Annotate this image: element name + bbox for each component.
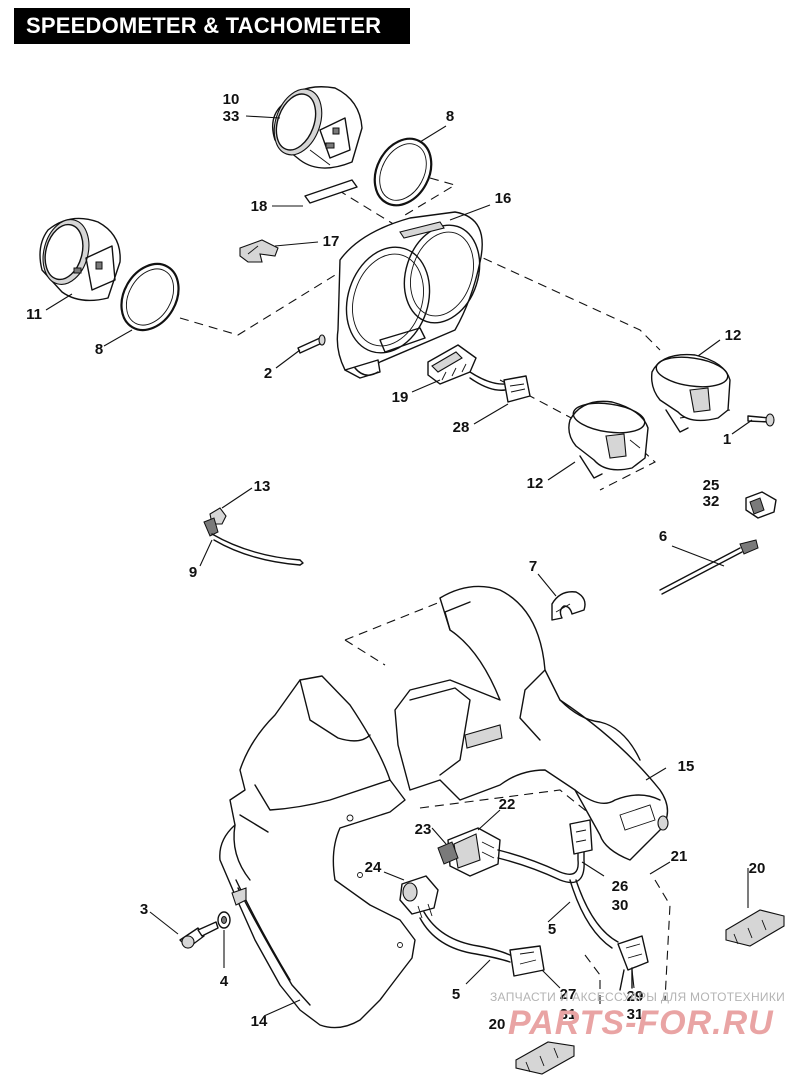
tachometer-gauge xyxy=(39,217,121,302)
lower-shroud xyxy=(219,675,416,1029)
callout-24: 24 xyxy=(365,859,382,876)
cable-tie-left xyxy=(211,533,304,566)
callout-13: 13 xyxy=(254,478,271,495)
housing-connector xyxy=(427,344,477,385)
callout-1: 1 xyxy=(723,431,731,448)
callout-25: 25 xyxy=(703,477,720,494)
cup-screw-right xyxy=(747,413,775,427)
harness-connector-22 xyxy=(447,827,501,877)
speedometer-gauge xyxy=(272,86,363,169)
callout-8-top: 8 xyxy=(446,108,454,125)
pigtail-harness xyxy=(469,371,531,403)
terminal-connector xyxy=(745,491,777,519)
callout-31-left: 31 xyxy=(560,1006,577,1023)
mounting-bracket-right xyxy=(725,909,785,947)
gauge-seal-ring-top xyxy=(373,137,433,207)
callout-3: 3 xyxy=(140,901,148,918)
callout-labels: 10 33 8 18 16 17 11 8 2 19 12 28 1 12 13… xyxy=(26,91,765,1033)
gauge-cup-upper xyxy=(650,353,731,433)
callout-20-right: 20 xyxy=(749,860,766,877)
callout-33: 33 xyxy=(223,108,240,125)
callout-6: 6 xyxy=(659,528,667,545)
gauge-housing xyxy=(336,211,483,379)
callout-27: 27 xyxy=(560,986,577,1003)
watermark-text: ЗАПЧАСТИ И АКСЕССУАРЫ ДЛЯ МОТОТЕХНИКИ xyxy=(490,990,785,1004)
callout-29: 29 xyxy=(627,988,644,1005)
callout-14: 14 xyxy=(251,1013,268,1030)
callout-23: 23 xyxy=(415,821,432,838)
push-clip xyxy=(203,507,227,537)
callout-5-lower: 5 xyxy=(452,986,460,1003)
callout-18: 18 xyxy=(251,198,268,215)
callout-5-upper: 5 xyxy=(548,921,556,938)
housing-screw xyxy=(297,334,326,354)
callout-4: 4 xyxy=(220,973,229,990)
leader-lines xyxy=(45,115,753,1017)
harness-connector-23 xyxy=(437,841,459,865)
callout-8-lower: 8 xyxy=(95,341,103,358)
callout-21: 21 xyxy=(671,848,688,865)
wire-clamp xyxy=(551,591,586,621)
harness-connector-24 xyxy=(399,875,439,919)
gauge-cup-lower xyxy=(568,400,649,479)
callout-2: 2 xyxy=(264,365,272,382)
shroud-washer xyxy=(217,911,231,929)
callout-16: 16 xyxy=(495,190,512,207)
callout-20-bottom: 20 xyxy=(489,1016,506,1033)
upper-fairing-cover xyxy=(394,585,669,861)
callout-7: 7 xyxy=(529,558,537,575)
watermark: ЗАПЧАСТИ И АКСЕССУАРЫ ДЛЯ МОТОТЕХНИКИ PA… xyxy=(490,990,785,1042)
shroud-bolt xyxy=(179,921,219,949)
mounting-bracket-bottom xyxy=(515,1041,575,1075)
callout-22: 22 xyxy=(499,796,516,813)
callout-17: 17 xyxy=(323,233,340,250)
callout-31-right: 31 xyxy=(627,1006,644,1023)
wiring-harness xyxy=(497,819,649,991)
mounting-clip xyxy=(239,239,279,263)
callout-12-upper: 12 xyxy=(725,327,742,344)
callout-11: 11 xyxy=(26,306,42,323)
watermark-logo: PARTS-FOR.RU xyxy=(508,1004,774,1042)
callout-30: 30 xyxy=(612,897,629,914)
callout-15: 15 xyxy=(678,758,695,775)
callout-32: 32 xyxy=(703,493,720,510)
callout-12-lower: 12 xyxy=(527,475,544,492)
callout-9: 9 xyxy=(189,564,197,581)
gasket-strip xyxy=(304,179,358,204)
cable-tie-right xyxy=(659,539,759,595)
callout-19: 19 xyxy=(392,389,409,406)
harness-branch-lower xyxy=(419,911,545,977)
callout-28: 28 xyxy=(453,419,470,436)
callout-26: 26 xyxy=(612,878,629,895)
page-title: SPEEDOMETER & TACHOMETER xyxy=(14,8,410,44)
gauge-seal-ring-lower xyxy=(120,262,180,332)
callout-10: 10 xyxy=(223,91,240,108)
